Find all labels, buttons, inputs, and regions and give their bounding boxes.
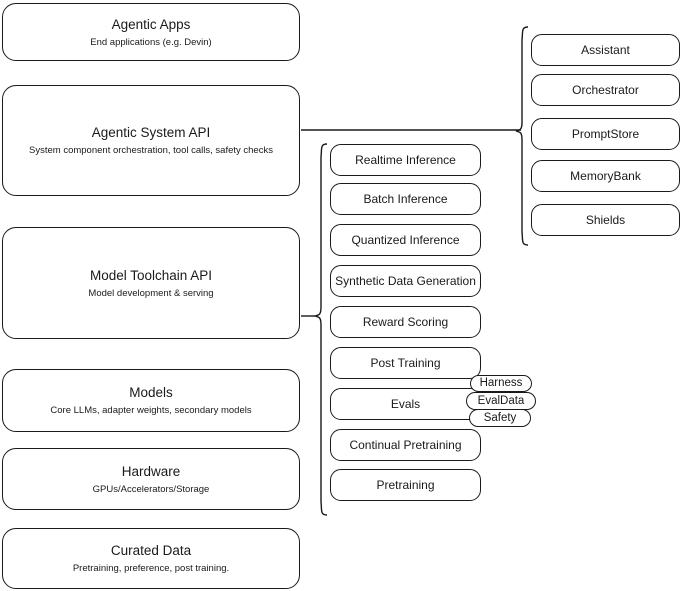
component-label: Pretraining bbox=[376, 477, 435, 492]
eval-pill-safety[interactable]: Safety bbox=[469, 409, 531, 427]
component-label: Batch Inference bbox=[363, 191, 448, 206]
layer-title: Agentic Apps bbox=[111, 16, 191, 32]
layer-subtitle: Pretraining, preference, post training. bbox=[72, 563, 230, 574]
layer-subtitle: Model development & serving bbox=[88, 287, 214, 299]
component-reward-scoring[interactable]: Reward Scoring bbox=[330, 306, 481, 338]
layer-model-toolchain-api[interactable]: Model Toolchain API Model development & … bbox=[2, 227, 300, 339]
component-evals[interactable]: Evals bbox=[330, 388, 481, 420]
component-batch-inference[interactable]: Batch Inference bbox=[330, 183, 481, 215]
pill-label: Harness bbox=[479, 377, 523, 389]
layer-agentic-apps[interactable]: Agentic Apps End applications (e.g. Devi… bbox=[2, 3, 300, 61]
component-synthetic-data-generation[interactable]: Synthetic Data Generation bbox=[330, 265, 481, 297]
layer-title: Models bbox=[129, 385, 173, 400]
layer-agentic-system-api[interactable]: Agentic System API System component orch… bbox=[2, 85, 300, 196]
component-post-training[interactable]: Post Training bbox=[330, 347, 481, 379]
component-label: Continual Pretraining bbox=[349, 437, 462, 452]
layer-title: Hardware bbox=[121, 463, 181, 479]
component-label: Evals bbox=[390, 396, 421, 411]
layer-title: Model Toolchain API bbox=[89, 267, 213, 283]
component-label: Reward Scoring bbox=[362, 314, 449, 329]
component-realtime-inference[interactable]: Realtime Inference bbox=[330, 144, 481, 176]
brace-toolchain-components bbox=[314, 143, 328, 516]
eval-pill-harness[interactable]: Harness bbox=[470, 375, 532, 392]
layer-subtitle: End applications (e.g. Devin) bbox=[90, 36, 212, 48]
eval-pill-evaldata[interactable]: EvalData bbox=[466, 392, 536, 410]
layer-curated-data[interactable]: Curated Data Pretraining, preference, po… bbox=[2, 528, 300, 589]
system-component-label: Assistant bbox=[581, 42, 630, 57]
system-component-label: Shields bbox=[585, 212, 626, 227]
component-pretraining[interactable]: Pretraining bbox=[330, 469, 481, 501]
system-component-assistant[interactable]: Assistant bbox=[531, 34, 680, 66]
layer-subtitle: GPUs/Accelerators/Storage bbox=[92, 483, 210, 495]
pill-label: Safety bbox=[483, 411, 517, 424]
layer-title: Agentic System API bbox=[91, 125, 211, 140]
pill-label: EvalData bbox=[477, 394, 525, 407]
layer-title: Curated Data bbox=[110, 543, 192, 558]
component-label: Quantized Inference bbox=[351, 232, 460, 247]
system-component-label: MemoryBank bbox=[570, 168, 641, 183]
system-component-promptstore[interactable]: PromptStore bbox=[531, 118, 680, 150]
layer-hardware[interactable]: Hardware GPUs/Accelerators/Storage bbox=[2, 448, 300, 510]
layer-subtitle: System component orchestration, tool cal… bbox=[29, 145, 273, 156]
system-component-orchestrator[interactable]: Orchestrator bbox=[531, 74, 680, 106]
brace-system-components bbox=[515, 26, 529, 246]
component-label: Realtime Inference bbox=[355, 152, 456, 167]
component-label: Post Training bbox=[370, 355, 441, 370]
system-component-label: PromptStore bbox=[571, 126, 640, 141]
layer-subtitle: Core LLMs, adapter weights, secondary mo… bbox=[50, 405, 252, 416]
system-component-shields[interactable]: Shields bbox=[531, 204, 680, 236]
layer-models[interactable]: Models Core LLMs, adapter weights, secon… bbox=[2, 369, 300, 432]
component-quantized-inference[interactable]: Quantized Inference bbox=[330, 224, 481, 256]
system-component-memorybank[interactable]: MemoryBank bbox=[531, 160, 680, 192]
component-continual-pretraining[interactable]: Continual Pretraining bbox=[330, 429, 481, 461]
component-label: Synthetic Data Generation bbox=[335, 273, 476, 288]
system-component-label: Orchestrator bbox=[572, 82, 639, 97]
